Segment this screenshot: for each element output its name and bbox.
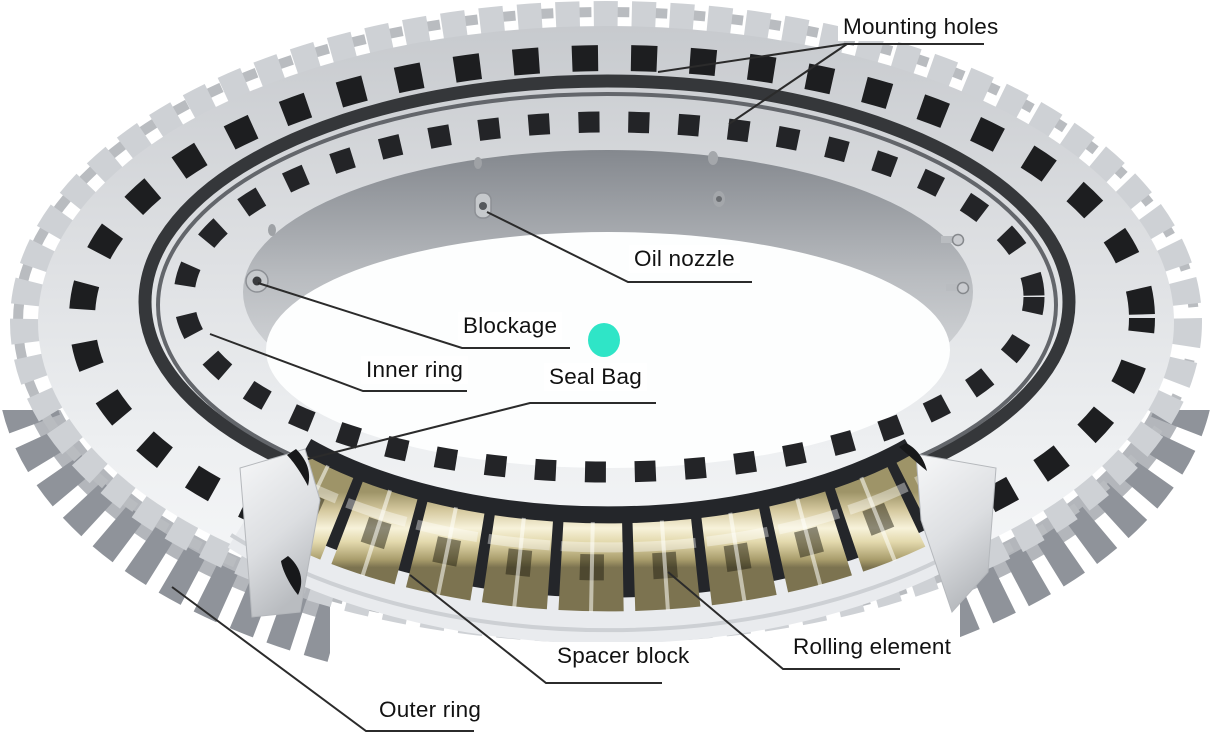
- leader-mounting-holes-a: [657, 43, 984, 73]
- leader-blockage: [257, 282, 570, 349]
- leader-inner-ring: [209, 333, 467, 392]
- label-oil-nozzle: Oil nozzle: [629, 245, 740, 273]
- right-seal-profile: [899, 443, 927, 471]
- cut-faces: [239, 443, 997, 618]
- outer-ring-bottom-flange: [227, 508, 989, 644]
- label-seal-bag: Seal Bag: [544, 363, 647, 391]
- leader-oil-nozzle: [486, 211, 752, 283]
- center-marker-dot: [588, 323, 620, 357]
- cutaway-section: [227, 472, 989, 644]
- leader-seal-bag: [307, 402, 656, 460]
- label-blockage: Blockage: [458, 312, 563, 340]
- label-spacer-block: Spacer block: [552, 642, 695, 670]
- seal-bag-profile: [287, 449, 310, 486]
- leader-spacer-block: [409, 574, 662, 684]
- mounting-holes-inner-row: [173, 111, 1045, 483]
- leader-mounting-holes-b: [728, 43, 848, 125]
- leader-outer-ring: [171, 586, 474, 732]
- label-mounting-holes: Mounting holes: [838, 13, 1004, 41]
- blockage-plug: [245, 224, 276, 293]
- label-inner-ring: Inner ring: [361, 356, 469, 384]
- oil-nozzles-group: [474, 151, 970, 295]
- leader-lines: [171, 43, 984, 732]
- gear-teeth: [10, 1, 1202, 643]
- label-rolling-element: Rolling element: [788, 633, 957, 661]
- label-outer-ring: Outer ring: [374, 696, 487, 724]
- flange-edge-line: [229, 533, 987, 633]
- leader-rolling-element: [667, 571, 900, 670]
- seal-lower-profile: [281, 556, 302, 595]
- right-cut-face: [915, 453, 997, 613]
